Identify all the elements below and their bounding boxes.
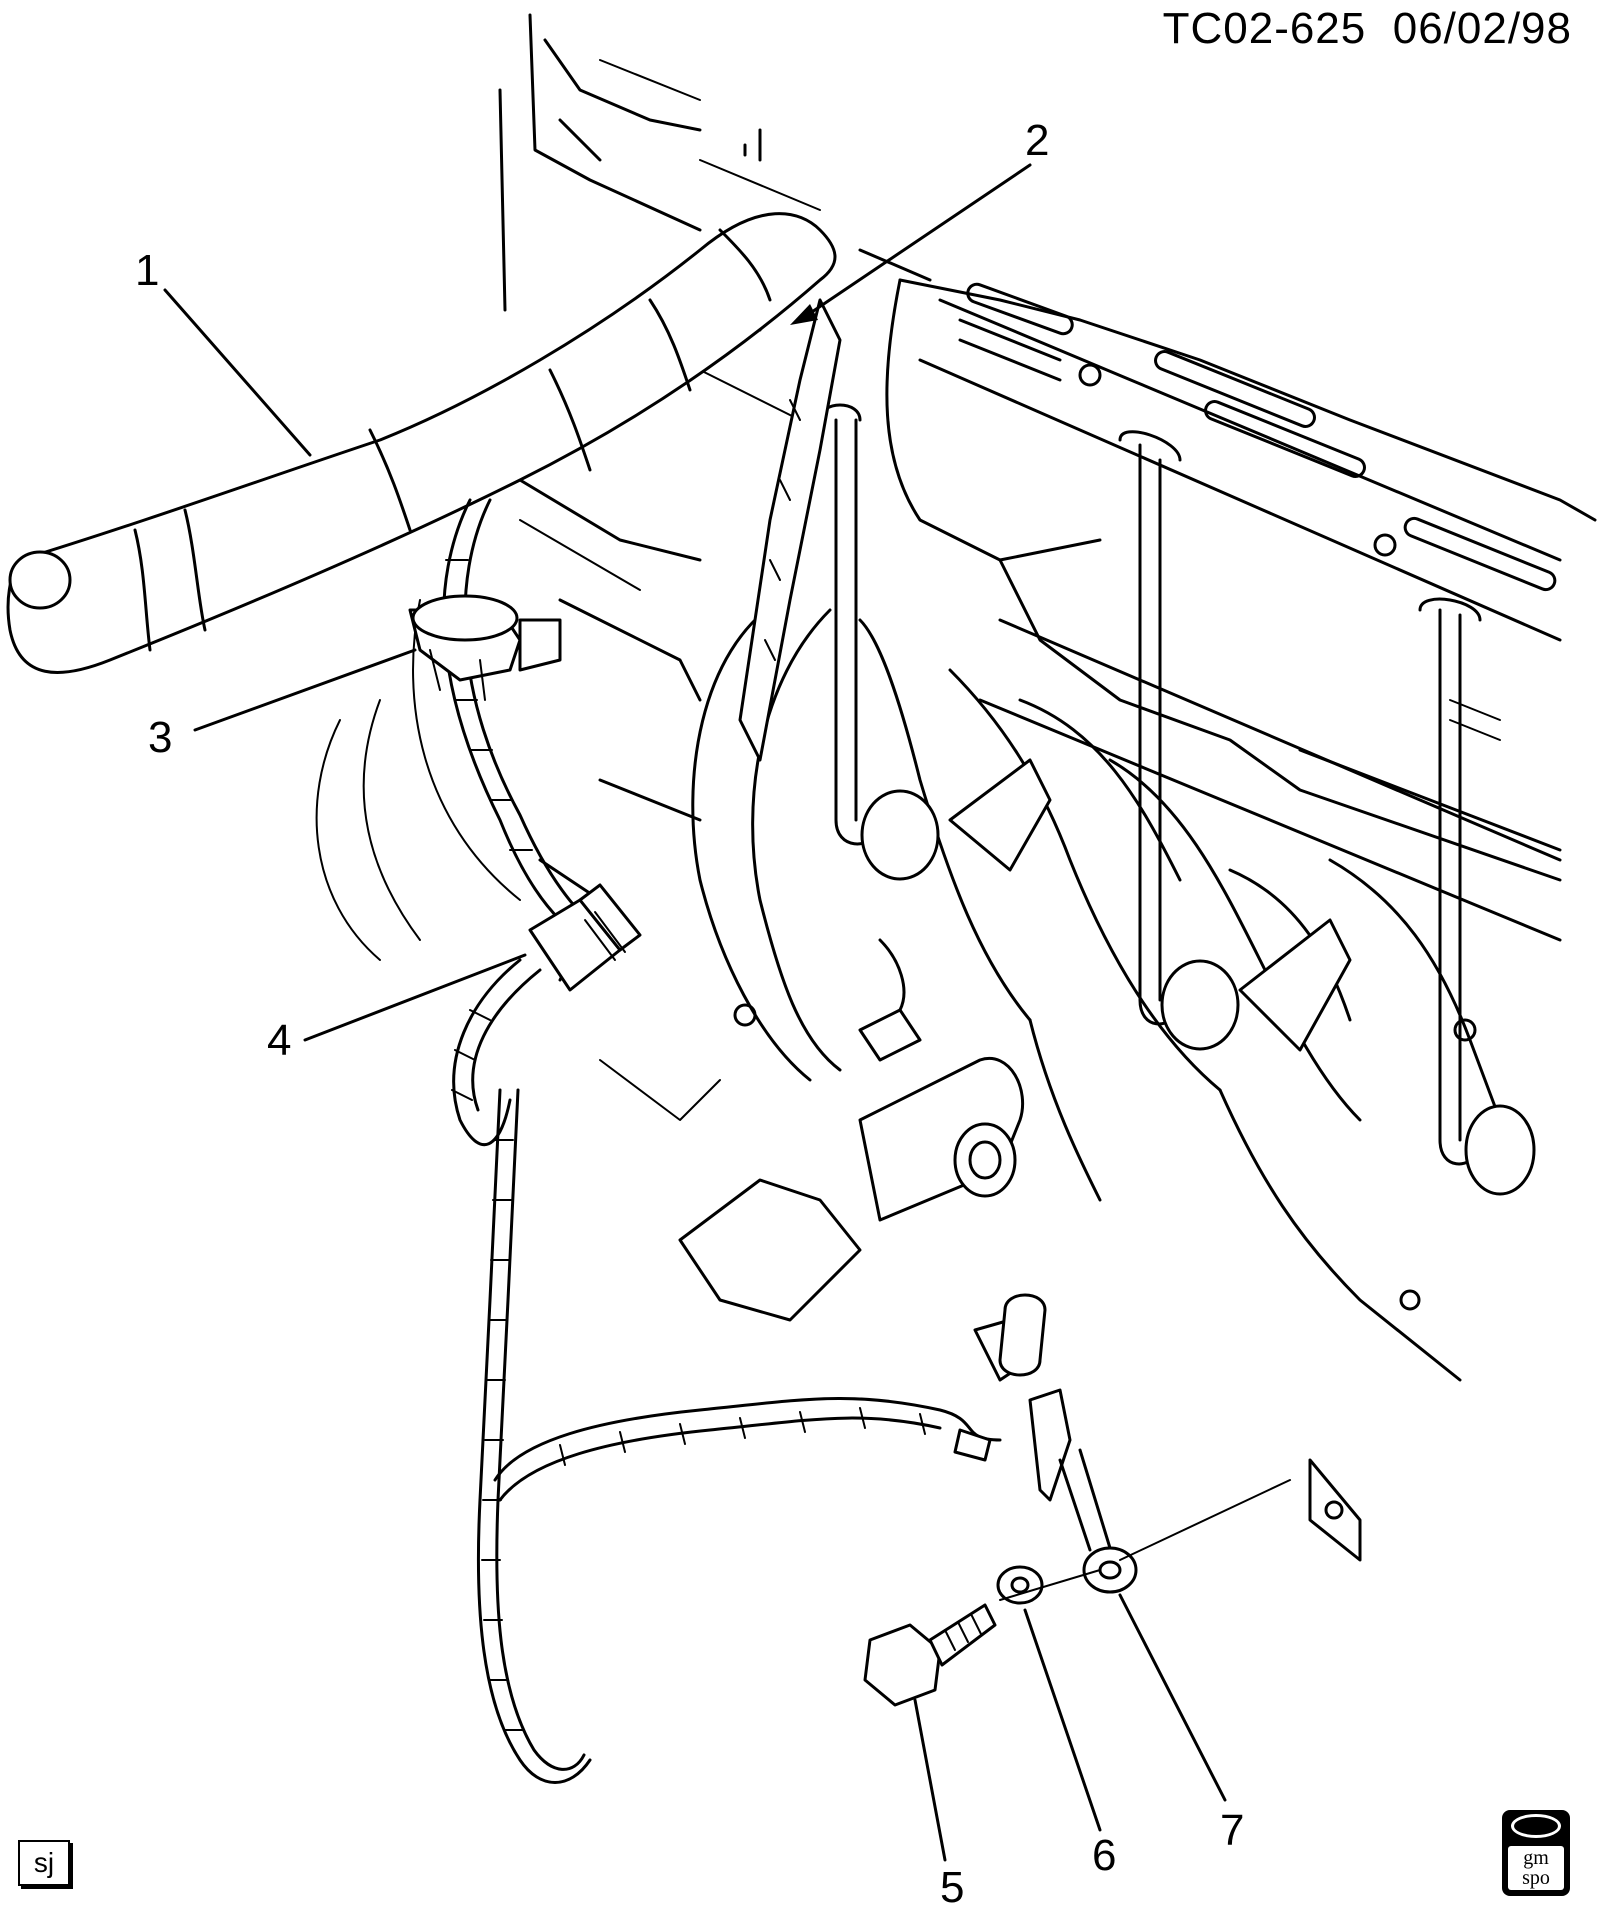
ground-hardware — [863, 1293, 1362, 1707]
sensor-connector — [528, 883, 642, 992]
sensor-bracket — [678, 938, 1025, 1322]
spark-plug-wires — [818, 403, 1536, 1196]
artist-initials: sj — [33, 1847, 55, 1878]
logo-text-block: gm spo — [1508, 1846, 1564, 1890]
harness-clip — [408, 594, 562, 701]
drawing-code: TC02-625 — [1162, 4, 1367, 53]
drawing-header: TC02-625 06/02/98 — [1163, 4, 1572, 54]
engine-bay-outline — [315, 13, 932, 1121]
callout-labels: 1 2 3 4 5 6 7 — [135, 116, 1244, 1905]
gm-spo-logo: gm spo — [1502, 1810, 1570, 1896]
exhaust-manifold — [691, 598, 1502, 1382]
sensor-harness — [442, 498, 1002, 1784]
callout-3: 3 — [148, 713, 172, 762]
callout-7: 7 — [1220, 1806, 1244, 1855]
artist-initials-box: sj — [18, 1840, 70, 1886]
callout-6: 6 — [1092, 1831, 1116, 1880]
callout-4: 4 — [267, 1016, 291, 1065]
logo-line-spo: spo — [1522, 1867, 1550, 1889]
callout-1: 1 — [135, 246, 159, 295]
leader-lines — [163, 163, 1227, 1862]
callout-2: 2 — [1025, 116, 1049, 165]
heat-shield — [738, 298, 842, 762]
callout-5: 5 — [940, 1863, 964, 1905]
main-harness-conduit — [6, 138, 837, 674]
logo-oval — [1511, 1814, 1561, 1838]
engine-block — [885, 278, 1597, 942]
drawing-date: 06/02/98 — [1392, 4, 1572, 53]
logo-line-gm: gm — [1523, 1847, 1549, 1869]
